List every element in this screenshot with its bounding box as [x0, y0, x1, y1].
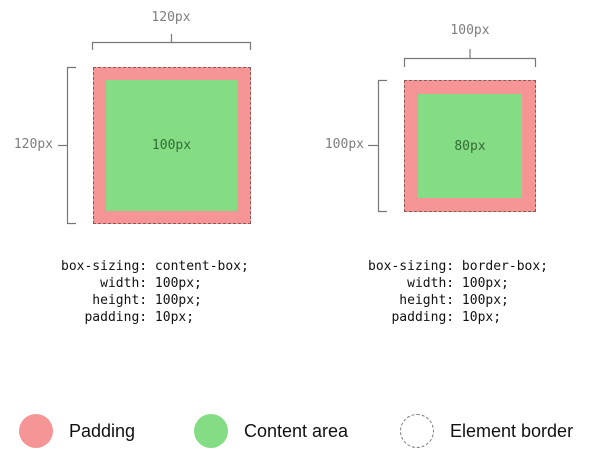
dashed-circle-icon — [400, 414, 434, 448]
right-height-bracket — [377, 79, 387, 213]
legend-border-label: Element border — [450, 420, 574, 441]
left-code-line-height: height: 100px; — [61, 293, 202, 308]
right-content-area: 80px — [418, 94, 522, 198]
left-height-bracket — [66, 66, 76, 225]
left-css-code: box-sizing: content-box; width: 100px; h… — [61, 258, 249, 326]
left-width-label: 120px — [151, 10, 191, 25]
left-content-label: 100px — [151, 138, 192, 153]
legend-content-area: Content area — [194, 413, 348, 449]
right-css-code: box-sizing: border-box; width: 100px; he… — [368, 258, 548, 326]
right-content-label: 80px — [454, 138, 486, 154]
left-content-area: 100px — [106, 80, 237, 211]
left-height-label: 120px — [13, 137, 53, 152]
legend-padding-label: Padding — [69, 420, 136, 441]
left-code-line-box-sizing: box-sizing: content-box; — [61, 259, 249, 274]
right-code-line-width: width: 100px; — [368, 276, 509, 291]
right-code-line-height: height: 100px; — [368, 293, 509, 308]
right-code-line-box-sizing: box-sizing: border-box; — [368, 259, 549, 274]
right-code-line-padding: padding: 10px; — [368, 310, 502, 325]
legend-element-border: Element border — [400, 413, 573, 449]
left-width-bracket — [91, 41, 252, 50]
legend-padding: Padding — [19, 413, 135, 449]
right-width-bracket — [403, 57, 537, 67]
left-code-line-width: width: 100px; — [61, 276, 202, 291]
left-code-line-padding: padding: 10px; — [61, 310, 195, 325]
content-swatch-icon — [194, 414, 228, 448]
padding-swatch-icon — [19, 414, 53, 448]
legend-content-label: Content area — [244, 420, 349, 441]
right-height-label: 100px — [324, 137, 364, 152]
right-width-label: 100px — [450, 23, 490, 38]
